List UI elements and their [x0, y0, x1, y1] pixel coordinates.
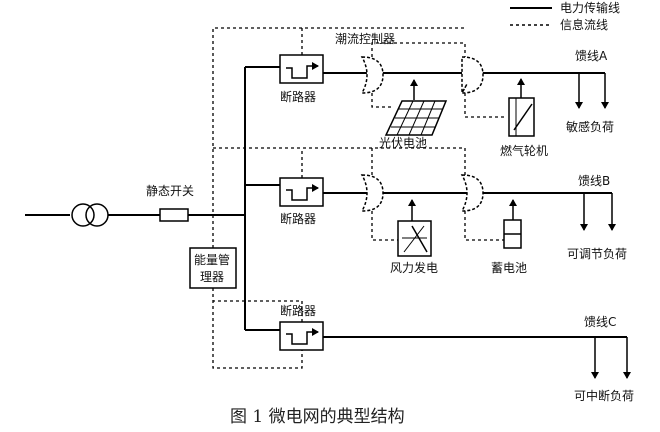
breaker-2-label: 断路器: [280, 211, 316, 226]
legend-info-line-label: 信息流线: [560, 17, 608, 32]
energy-manager-box: 能量管 理器: [189, 247, 237, 289]
adjustable-load-label: 可调节负荷: [567, 247, 627, 261]
breaker-1-icon: [279, 54, 324, 84]
adjustable-load-icon: [580, 193, 616, 231]
static-switch-icon: [159, 208, 189, 222]
flow-controller-1a: [360, 56, 384, 94]
energy-manager-line1: 能量管: [194, 252, 230, 267]
breaker-3-label: 断路器: [280, 303, 316, 318]
wind-label: 风力发电: [390, 260, 438, 275]
feeder-a-label: 馈线A: [575, 49, 608, 63]
interruptible-load-icon: [591, 337, 631, 379]
pv-label: 光伏电池: [379, 136, 427, 150]
pv-panel-icon: [384, 100, 448, 136]
feeder-b-label: 馈线B: [578, 174, 610, 188]
interruptible-load-label: 可中断负荷: [574, 388, 634, 403]
breaker-1-label: 断路器: [280, 89, 316, 104]
flow-controller-label: 潮流控制器: [335, 31, 395, 46]
feeder-a-line: [245, 66, 568, 74]
gas-turbine-icon: [508, 97, 535, 137]
breaker-3-icon: [279, 321, 324, 351]
static-switch-label: 静态开关: [146, 184, 194, 198]
battery-label: 蓄电池: [491, 261, 527, 275]
grid-connection: [25, 203, 245, 227]
legend-power-line-label: 电力传输线: [560, 0, 620, 15]
figure-caption: 图 1 微电网的典型结构: [230, 407, 405, 427]
flow-controller-1b: [460, 56, 484, 96]
sensitive-load-icon: [568, 72, 609, 109]
flow-controller-2b: [460, 174, 484, 212]
wind-turbine-icon: [397, 220, 432, 257]
energy-manager-line2: 理器: [200, 270, 224, 284]
info-flow-lines: [212, 27, 505, 369]
sensitive-load-label: 敏感负荷: [566, 119, 614, 134]
battery-icon: [503, 219, 522, 249]
transformer-icon: [71, 203, 109, 227]
feeder-c-line: [245, 329, 627, 338]
gas-turbine-label: 燃气轮机: [500, 143, 548, 158]
breaker-2-icon: [279, 177, 324, 207]
flow-controller-2a: [360, 174, 384, 212]
feeder-c-label: 馈线C: [584, 315, 616, 329]
legend: 电力传输线 信息流线: [510, 0, 620, 32]
